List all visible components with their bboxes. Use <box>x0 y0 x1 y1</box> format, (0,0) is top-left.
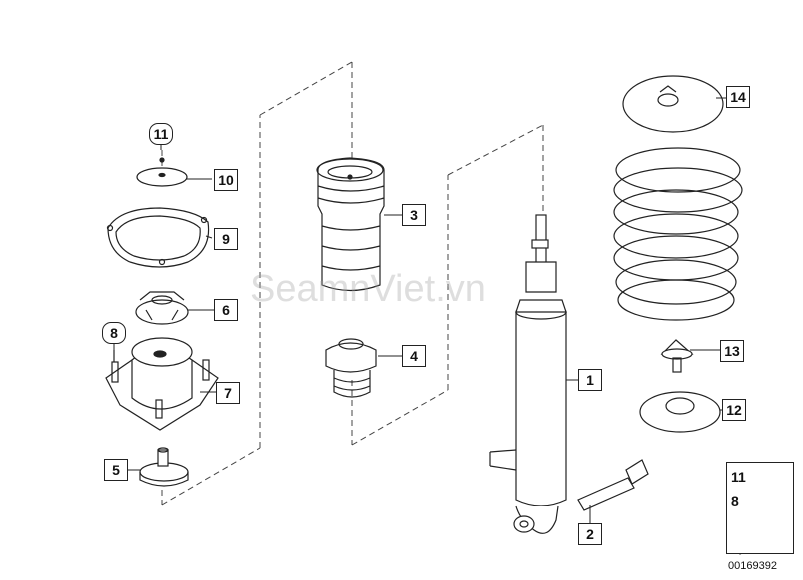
callout-9: 9 <box>214 228 238 250</box>
shock-absorber-part-1 <box>489 214 567 534</box>
gasket-part-9 <box>106 207 210 268</box>
legend-label-bottom: 8 <box>731 493 739 509</box>
callout-7: 7 <box>216 382 240 404</box>
callout-5: 5 <box>104 459 128 481</box>
bolt-part-2 <box>577 459 649 511</box>
bushing-part-5 <box>139 447 189 487</box>
callout-12: 12 <box>722 399 746 421</box>
document-id: 00169392 <box>728 560 777 572</box>
buffer-part-13 <box>660 339 694 373</box>
callout-10: 10 <box>214 169 238 191</box>
legend-label-top: 11 <box>731 469 746 485</box>
callout-8: 8 <box>102 322 126 344</box>
callout-2: 2 <box>578 523 602 545</box>
callout-4: 4 <box>402 345 426 367</box>
spring-pad-part-12 <box>639 391 721 433</box>
callout-14: 14 <box>726 86 750 108</box>
legend-box: 11 8 <box>726 462 794 554</box>
callout-6: 6 <box>214 299 238 321</box>
leader-lines <box>113 97 726 524</box>
callout-13: 13 <box>720 340 744 362</box>
callout-11: 11 <box>149 123 173 145</box>
support-part-6 <box>135 291 189 325</box>
coil-spring <box>613 147 743 321</box>
callout-3: 3 <box>402 204 426 226</box>
assembly-guide-lines <box>161 61 544 506</box>
boot-part-3 <box>316 157 385 292</box>
mount-part-7 <box>105 337 219 431</box>
washer-part-10 <box>136 167 188 187</box>
watermark-text: SeamnViet.vn <box>250 268 486 310</box>
nut-part-11 <box>159 157 165 163</box>
buffer-part-4 <box>325 338 377 398</box>
spring-pad-part-14 <box>622 75 724 133</box>
callout-1: 1 <box>578 369 602 391</box>
